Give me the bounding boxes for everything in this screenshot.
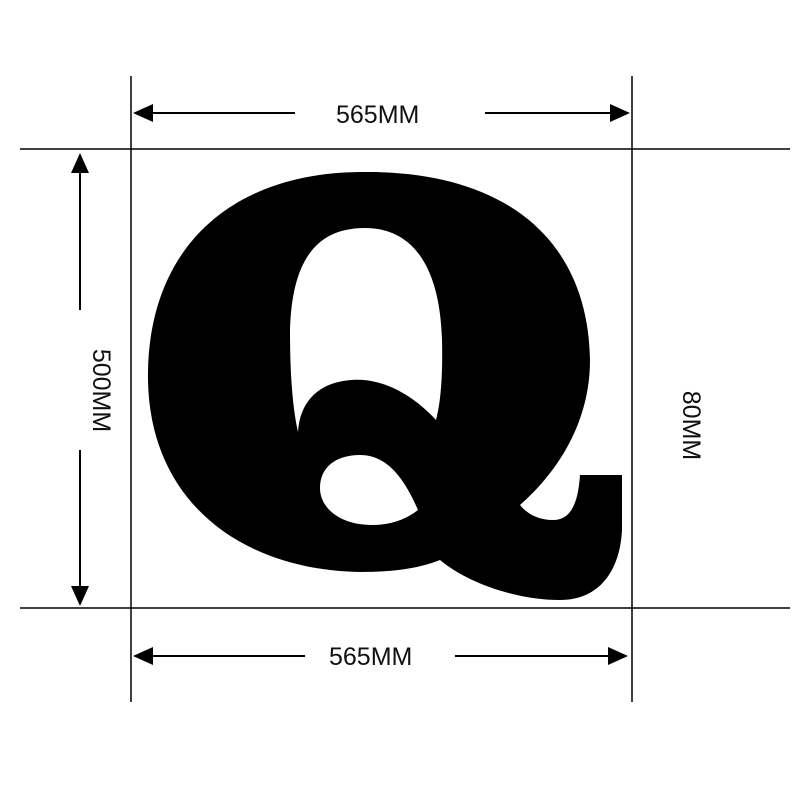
height-dimension-arrow [71, 153, 89, 606]
thickness-label: 80MM [677, 390, 706, 461]
letter-q-shape [147, 171, 622, 600]
bottom-width-dimension-arrow [133, 647, 628, 665]
height-label: 500MM [87, 348, 116, 433]
top-width-label: 565MM [336, 101, 420, 129]
top-width-dimension-arrow [133, 104, 630, 122]
bottom-width-label: 565MM [329, 643, 413, 671]
